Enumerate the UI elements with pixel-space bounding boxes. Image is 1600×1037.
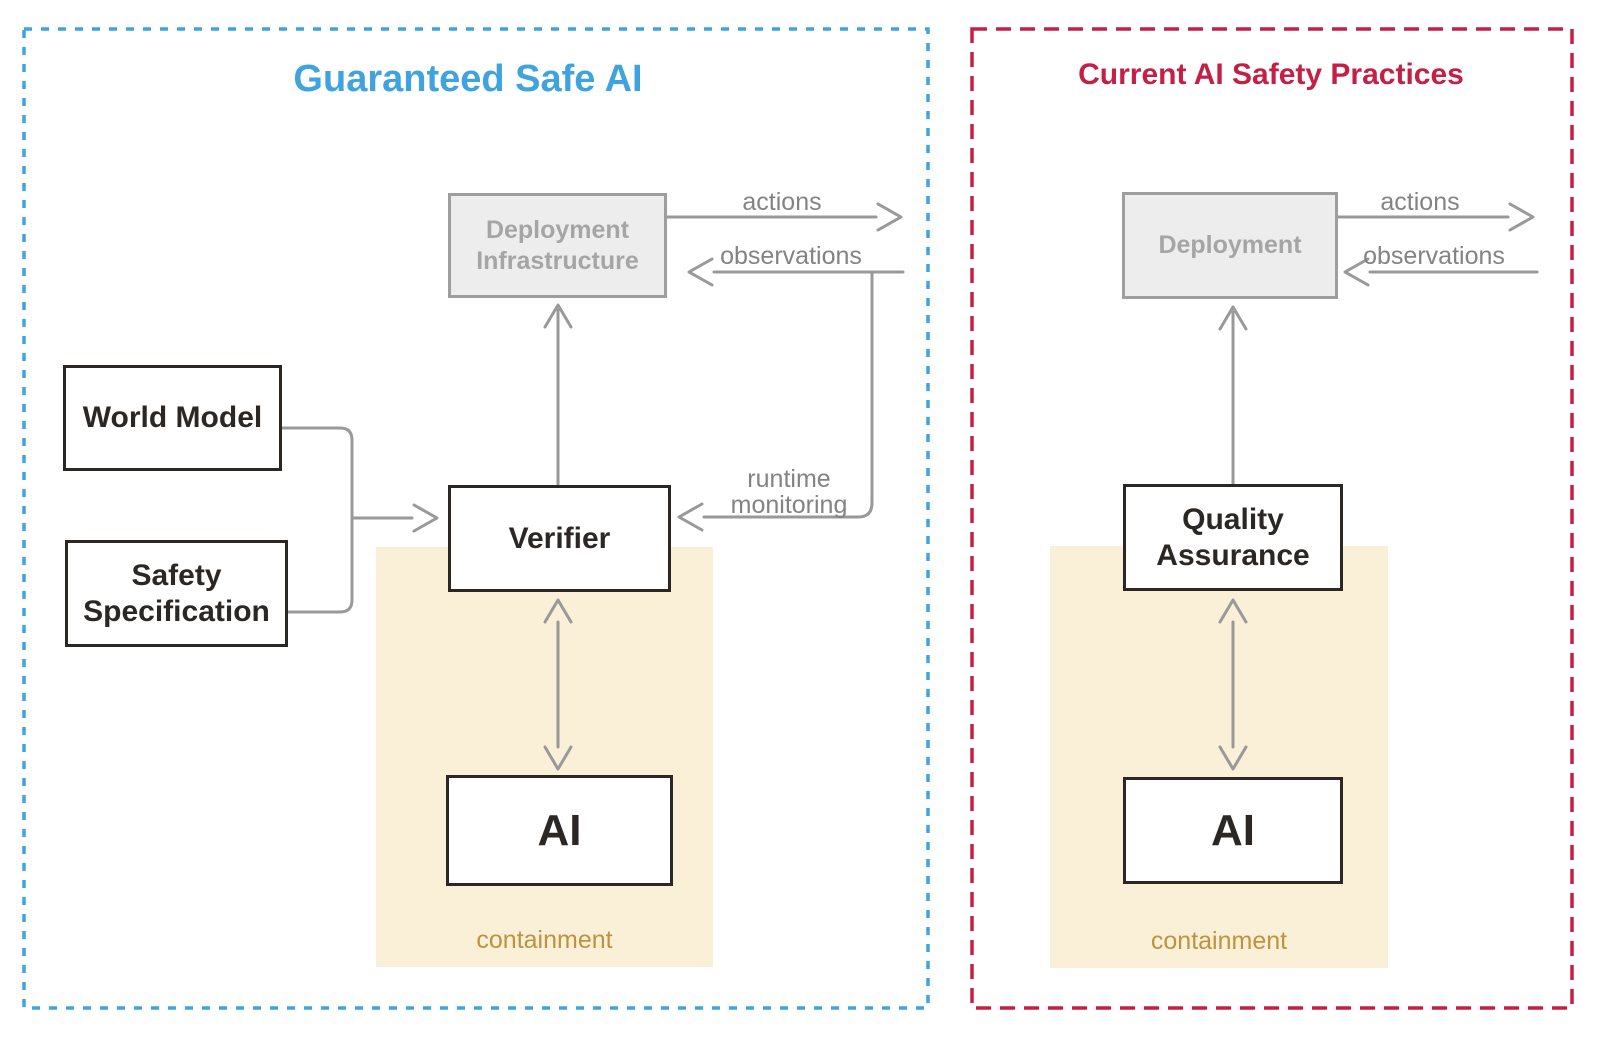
deployment-box: Deployment	[1122, 192, 1338, 299]
right-panel-title: Current AI Safety Practices	[1078, 58, 1464, 91]
safety-specification-box: Safety Specification	[65, 540, 288, 647]
verifier-box: Verifier	[448, 485, 671, 592]
left-panel-title: Guaranteed Safe AI	[293, 58, 643, 100]
runtime-monitoring-arrow	[677, 270, 874, 532]
observations-label-right: observations	[1363, 242, 1505, 270]
actions-arrow-left	[665, 202, 903, 232]
actions-label-right: actions	[1380, 188, 1460, 216]
containment-label-left: containment	[476, 926, 613, 954]
verifier-ai-double-arrow	[543, 598, 573, 771]
world-model-connector	[280, 426, 354, 520]
world-model-box: World Model	[63, 365, 282, 471]
ai-box-right: AI	[1123, 777, 1343, 884]
left-panel-border	[22, 27, 930, 1010]
containment-zone-right: containment	[1050, 546, 1388, 968]
verifier-to-deployment-arrow	[543, 303, 573, 486]
observations-label-left: observations	[720, 242, 862, 270]
deployment-infrastructure-box: Deployment Infrastructure	[448, 193, 667, 298]
qa-ai-double-arrow	[1218, 598, 1248, 771]
actions-arrow-right	[1336, 202, 1535, 232]
containment-zone-left: containment	[376, 547, 713, 967]
qa-to-deployment-arrow	[1218, 305, 1248, 486]
runtime-monitoring-label: runtime monitoring	[730, 465, 848, 519]
containment-label-right: containment	[1150, 927, 1288, 955]
inputs-to-verifier-arrow	[350, 503, 439, 533]
right-panel-border	[970, 27, 1574, 1010]
observations-arrow-right	[1343, 257, 1539, 287]
ai-box-left: AI	[446, 775, 673, 886]
quality-assurance-box: Quality Assurance	[1123, 484, 1343, 591]
actions-label-left: actions	[742, 188, 822, 216]
safety-specification-connector	[286, 516, 354, 614]
